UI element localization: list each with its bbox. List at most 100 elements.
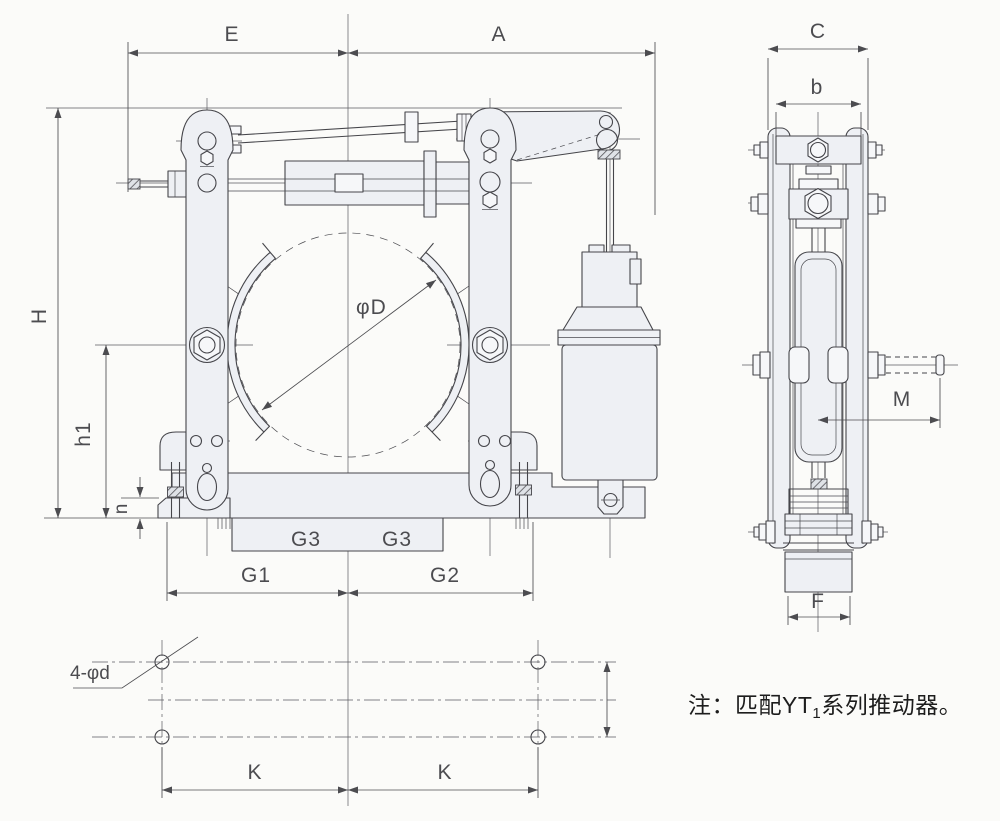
front-dimensions: E A H h1 n G3 G3 G1 G2 <box>28 23 656 601</box>
step-plate <box>798 178 839 190</box>
washer-step <box>753 144 761 156</box>
right-shoe-pin <box>498 434 512 448</box>
mounting-hole <box>154 654 170 670</box>
rod-clamp <box>597 149 621 160</box>
side-view: C b M F <box>742 20 958 632</box>
side-top-bolt <box>753 135 883 190</box>
stem-plate <box>805 165 832 175</box>
terminal-box <box>629 258 642 285</box>
dim-label-h1: h1 <box>72 421 95 446</box>
bottom-view: 4-φd K K <box>70 636 616 798</box>
shoe-link <box>457 285 470 295</box>
left-pin-hexnut <box>200 150 214 166</box>
pivot-washer <box>877 354 886 376</box>
left-holddown <box>159 431 187 518</box>
torque-plate <box>231 517 444 552</box>
adjusting-rod <box>127 170 188 198</box>
washer-step <box>875 144 883 156</box>
brake-drum <box>226 232 470 458</box>
spring-flange <box>423 150 437 218</box>
drum-dashed-circle <box>235 232 461 458</box>
shaft-end-cap <box>935 354 945 376</box>
dim-label-K-right: K <box>437 761 452 784</box>
mounting-hole <box>154 729 170 745</box>
left-bracket <box>159 431 187 471</box>
dim-label-F: F <box>811 590 825 613</box>
holes-leader-line <box>73 636 199 689</box>
left-bottom-hole <box>201 462 213 474</box>
drum-rim-block <box>784 551 853 593</box>
washer-step <box>758 523 767 541</box>
dim-label-G3-left: G3 <box>291 528 321 551</box>
front-view: φD <box>127 107 661 552</box>
hydraulic-thruster <box>557 159 661 481</box>
dim-label-n: n <box>111 504 132 515</box>
dim-label-K-left: K <box>247 761 262 784</box>
thruster-shoulder <box>562 306 654 331</box>
shoe-end-tick <box>255 431 265 441</box>
washer-step <box>877 196 886 212</box>
washer-step <box>753 526 760 538</box>
stack-nut <box>810 478 828 490</box>
washer-step <box>867 141 877 159</box>
shoe-link <box>457 395 470 405</box>
washer-step <box>877 526 884 538</box>
right-hinge-hexnut <box>476 329 504 361</box>
left-bottom-slot <box>196 472 218 502</box>
phi-d-arrow <box>261 279 437 411</box>
dim-label-b: b <box>811 76 824 99</box>
left-hinge-hexnut <box>193 329 221 361</box>
spring-nut <box>334 173 364 193</box>
lever-alt-position-dashed <box>516 133 602 161</box>
lower-crossbar <box>784 513 853 536</box>
left-shoe-pin <box>189 434 203 448</box>
right-hinge-bolt <box>481 336 499 354</box>
right-brake-shoe <box>420 251 470 433</box>
dim-label-phiD: φD <box>356 296 387 319</box>
shoe-link <box>226 395 239 405</box>
left-hinge-washer <box>188 326 226 364</box>
spring-housing-right <box>435 161 470 205</box>
left-rod-hole <box>197 173 217 193</box>
right-top-pin <box>480 129 500 149</box>
rod-threaded-tip <box>127 178 141 190</box>
washer-step <box>870 523 879 541</box>
right-rod-hexnut <box>482 191 498 209</box>
side-plate-right <box>845 127 869 549</box>
left-hinge-bolt <box>198 336 216 354</box>
shoe-link <box>226 285 239 295</box>
dim-label-G2: G2 <box>430 564 460 587</box>
dim-label-holes: 4-φd <box>70 663 110 684</box>
base-assembly <box>157 472 646 552</box>
tie-rod-top <box>237 120 463 136</box>
side-dimensions: C b M F <box>767 20 941 625</box>
top-bolt-hole <box>809 141 827 159</box>
dim-label-C: C <box>810 20 826 43</box>
left-shoe-pin <box>210 434 224 448</box>
lower-plate <box>795 218 842 229</box>
pivot-boss <box>788 346 810 384</box>
second-bolt-hole <box>807 192 829 215</box>
tie-rod-bottom <box>237 128 463 144</box>
right-holddown <box>510 431 538 518</box>
washer-step <box>759 141 769 159</box>
pivot-washer <box>752 354 761 376</box>
right-bottom-slot <box>479 469 501 499</box>
pivot-washer <box>759 351 771 379</box>
left-arm-body <box>180 109 234 511</box>
right-pin-hexnut <box>483 148 497 164</box>
right-bottom-hole <box>484 459 496 471</box>
left-shim-stack <box>217 518 231 529</box>
right-bracket <box>510 431 538 471</box>
dim-label-E: E <box>224 23 239 46</box>
thruster-clevis <box>597 479 624 515</box>
rod-boss <box>167 170 188 198</box>
bolt-nut <box>515 484 532 496</box>
dim-label-H: H <box>28 308 51 324</box>
right-hinge-washer <box>471 326 509 364</box>
left-brake-shoe <box>226 251 276 433</box>
left-brake-arm <box>180 109 234 511</box>
motor-housing <box>581 251 638 308</box>
